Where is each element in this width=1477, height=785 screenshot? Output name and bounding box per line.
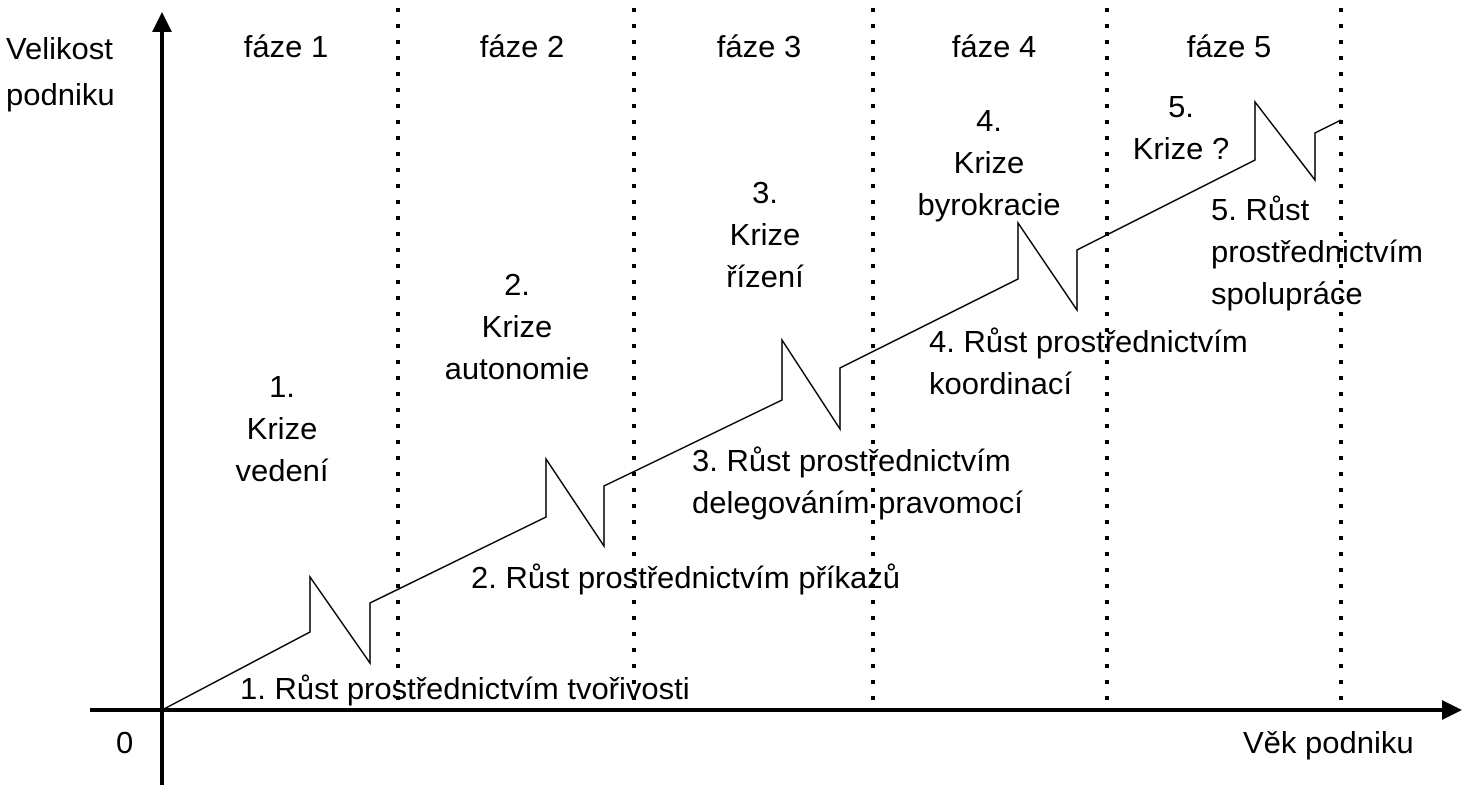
phase-label-2: fáze 2 — [479, 29, 565, 64]
growth-3-line1: 3. Růst prostřednictvím — [692, 443, 1011, 478]
crisis-2-number: 2. — [504, 267, 530, 302]
crisis-label-3: 3. Krize řízení — [726, 172, 804, 298]
growth-path — [161, 99, 1342, 711]
crisis-5-word: Krize ? — [1132, 131, 1230, 166]
phase-label-4: fáze 4 — [951, 29, 1037, 64]
crisis-5-number: 5. — [1168, 89, 1194, 124]
crisis-label-1: 1. Krize vedení — [235, 366, 328, 492]
y-axis-label-line2: podniku — [6, 77, 115, 112]
crisis-3-name: řízení — [726, 259, 804, 294]
origin-label: 0 — [116, 725, 134, 760]
crisis-label-4: 4. Krize byrokracie — [918, 100, 1061, 226]
growth-4-line2: koordinací — [929, 366, 1073, 401]
growth-label-2: 2. Růst prostřednictvím příkazů — [471, 560, 900, 595]
crisis-2-name: autonomie — [444, 351, 590, 386]
growth-label-3: 3. Růst prostřednictvím delegováním prav… — [692, 440, 1023, 524]
crisis-3-number: 3. — [752, 175, 778, 210]
crisis-4-number: 4. — [976, 103, 1002, 138]
crisis-4-name: byrokracie — [917, 187, 1061, 222]
phase-label-1: fáze 1 — [243, 29, 329, 64]
growth-5-line1: 5. Růst — [1211, 192, 1310, 227]
growth-5-line2: prostřednictvím — [1211, 234, 1423, 269]
growth-label-4: 4. Růst prostřednictvím koordinací — [929, 321, 1248, 405]
crisis-label-5: 5. Krize ? — [1133, 86, 1229, 170]
crisis-2-word: Krize — [481, 309, 553, 344]
growth-5-line3: spolupráce — [1211, 276, 1363, 311]
y-axis-label: Velikost podniku — [6, 26, 115, 118]
crisis-1-number: 1. — [269, 369, 295, 404]
growth-4-line1: 4. Růst prostřednictvím — [929, 324, 1248, 359]
crisis-3-word: Krize — [729, 217, 801, 252]
crisis-1-name: vedení — [235, 453, 329, 488]
growth-3-line2: delegováním pravomocí — [692, 485, 1023, 520]
crisis-label-2: 2. Krize autonomie — [445, 264, 590, 390]
phase-label-5: fáze 5 — [1186, 29, 1272, 64]
phase-label-3: fáze 3 — [716, 29, 802, 64]
growth-label-1: 1. Růst prostřednictvím tvořivosti — [240, 671, 690, 706]
x-axis-label: Věk podniku — [1243, 725, 1414, 760]
y-axis-label-line1: Velikost — [6, 31, 113, 66]
crisis-1-word: Krize — [246, 411, 318, 446]
growth-label-5: 5. Růst prostřednictvím spolupráce — [1211, 189, 1423, 315]
crisis-4-word: Krize — [953, 145, 1025, 180]
